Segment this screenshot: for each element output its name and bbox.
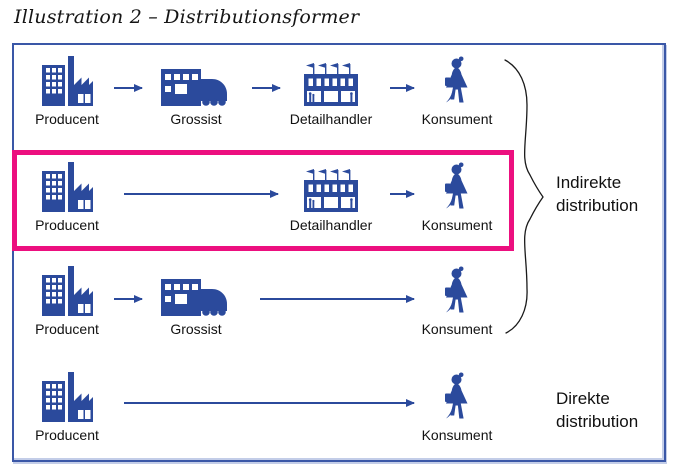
factory-icon: [41, 266, 93, 316]
flow-arrow: [260, 294, 415, 303]
node-label: Producent: [35, 321, 99, 337]
node-label: Konsument: [421, 427, 493, 443]
row3-producer-node: Producent: [22, 266, 112, 337]
indirect-line1: Indirekte: [556, 173, 622, 192]
warehouse-truck-icon: [161, 66, 231, 106]
figure-title: Illustration 2 – Distributionsformer: [14, 6, 360, 28]
row4-consumer-node: Konsument: [407, 372, 507, 443]
grouping-brace: [504, 59, 544, 334]
node-label: Konsument: [421, 111, 493, 127]
store-icon: [302, 166, 360, 212]
row1-producer-node: Producent: [22, 56, 112, 127]
row4-producer-node: Producent: [22, 372, 112, 443]
diagram-frame: [12, 43, 666, 462]
person-icon: [440, 266, 474, 316]
warehouse-truck-icon: [161, 276, 231, 316]
row1-retailer-node: Detailhandler: [280, 60, 382, 127]
indirect-distribution-label: Indirekte distribution: [556, 171, 638, 217]
node-label: Detailhandler: [289, 111, 373, 127]
node-label: Producent: [35, 427, 99, 443]
node-label: Konsument: [421, 217, 493, 233]
flow-arrow: [252, 83, 281, 92]
node-label: Producent: [35, 217, 99, 233]
direct-distribution-label: Direkte distribution: [556, 387, 638, 433]
row2-retailer-node: Detailhandler: [280, 166, 382, 233]
row3-wholesaler-node: Grossist: [151, 276, 241, 337]
highlight-box: [12, 150, 514, 251]
row2-consumer-node: Konsument: [407, 162, 507, 233]
row3-consumer-node: Konsument: [407, 266, 507, 337]
flow-arrow: [390, 189, 415, 198]
node-label: Detailhandler: [289, 217, 373, 233]
store-icon: [302, 60, 360, 106]
person-icon: [440, 162, 474, 212]
direct-line2: distribution: [556, 412, 639, 431]
flow-arrow: [124, 398, 415, 407]
factory-icon: [41, 56, 93, 106]
node-label: Producent: [35, 111, 99, 127]
factory-icon: [41, 372, 93, 422]
flow-arrow: [390, 83, 415, 92]
factory-icon: [41, 162, 93, 212]
row1-consumer-node: Konsument: [407, 56, 507, 127]
node-label: Konsument: [421, 321, 493, 337]
flow-arrow: [114, 83, 143, 92]
node-label: Grossist: [170, 111, 222, 127]
flow-arrow: [124, 189, 279, 198]
indirect-line2: distribution: [556, 196, 639, 215]
direct-line1: Direkte: [556, 389, 610, 408]
person-icon: [440, 56, 474, 106]
row2-producer-node: Producent: [22, 162, 112, 233]
node-label: Grossist: [170, 321, 222, 337]
flow-arrow: [114, 294, 143, 303]
person-icon: [440, 372, 474, 422]
row1-wholesaler-node: Grossist: [151, 66, 241, 127]
